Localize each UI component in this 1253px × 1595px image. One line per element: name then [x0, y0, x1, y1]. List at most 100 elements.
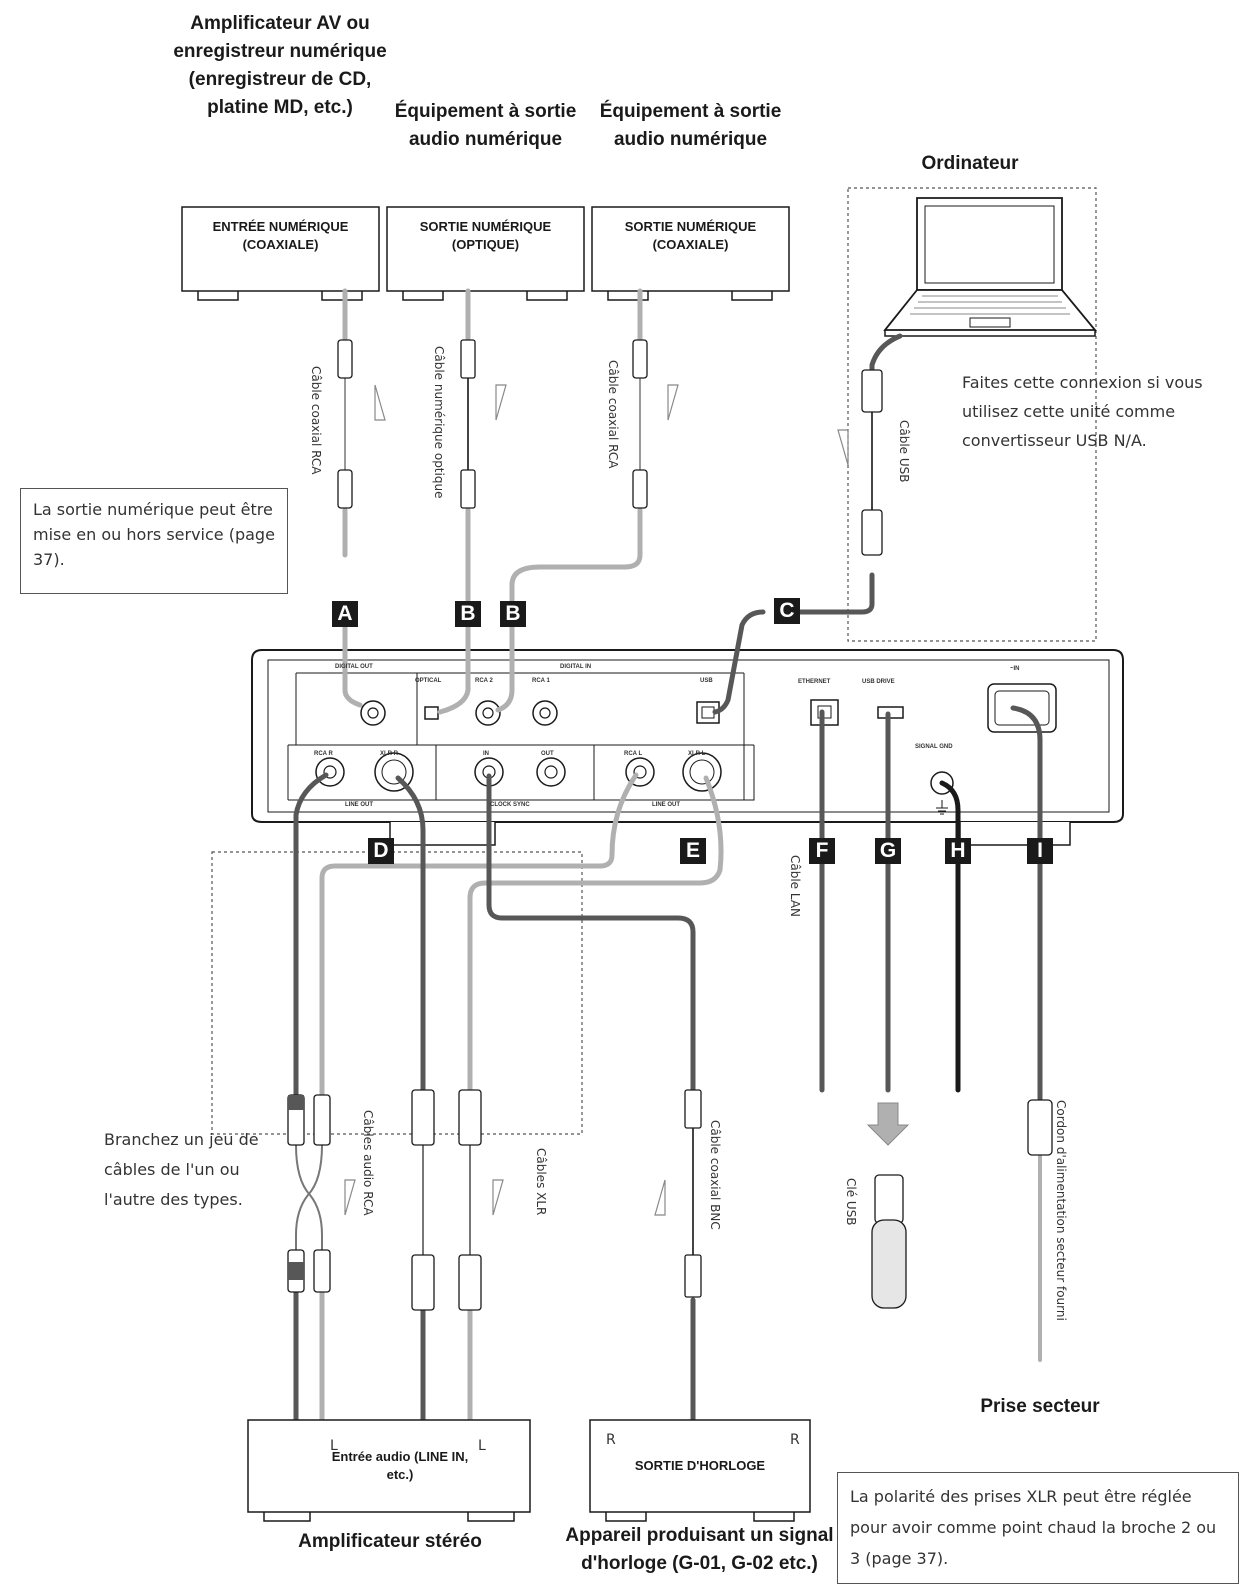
- panel-label-ethernet: ETHERNET: [798, 679, 831, 685]
- panel-label-clock-sync: CLOCK SYNC: [490, 802, 530, 808]
- usb-connection-frame: [847, 187, 1097, 642]
- panel-label-rca-l: RCA L: [624, 751, 643, 757]
- bnc-plug-icon: [684, 1254, 702, 1298]
- usb-key-connector-icon: [874, 1174, 904, 1224]
- cable-c-top: [869, 333, 903, 383]
- panel-label-digital-in: DIGITAL IN: [560, 664, 592, 670]
- cable-label-lan: Câble LAN: [788, 855, 802, 918]
- main-unit-rear-panel: [251, 649, 1124, 846]
- flow-arrow-icon: [654, 1179, 666, 1216]
- badge-b-optical: B: [455, 601, 481, 627]
- cable-plugs: [287, 339, 1053, 1311]
- rca-plug-icon: [632, 469, 648, 509]
- rca-plug-icon: [337, 469, 353, 509]
- cable-label-optical: Câble numérique optique: [432, 346, 446, 499]
- panel-label-optical: OPTICAL: [415, 678, 442, 684]
- badge-h: H: [945, 838, 971, 864]
- flow-arrow-icon: [667, 384, 679, 421]
- usb-key-body-icon: [871, 1219, 907, 1309]
- badge-i: I: [1027, 838, 1053, 864]
- optical-output-label: SORTIE NUMÉRIQUE (OPTIQUE): [419, 219, 552, 252]
- insert-arrow-icon: [866, 1102, 910, 1146]
- panel-label-xlr-l: XLR L: [688, 751, 706, 757]
- cable-label-usb: Câble USB: [897, 420, 911, 483]
- cable-d-xlr-r: [395, 775, 426, 1093]
- rca-plug-icon: [632, 339, 648, 379]
- optical-equipment-heading: Équipement à sortie audio numérique: [394, 101, 577, 150]
- clock-output-label: SORTIE D'HORLOGE: [634, 1458, 766, 1473]
- channel-mark-rca-left: L: [330, 1438, 338, 1454]
- panel-label-usb-drive: USB DRIVE: [862, 679, 895, 685]
- panel-label-clock-in: IN: [483, 751, 489, 757]
- cable-a-lower: [342, 612, 363, 708]
- stereo-amp-device: [247, 1419, 531, 1522]
- laptop-icon: [883, 197, 1097, 337]
- rca-plug-icon: [337, 339, 353, 379]
- panel-label-digital-out: DIGITAL OUT: [335, 664, 373, 670]
- clock-device: [589, 1419, 811, 1522]
- cable-runs: [293, 288, 1043, 1423]
- power-plug-icon: [1027, 1099, 1053, 1156]
- panel-label-ac-in: ~IN: [1010, 666, 1020, 672]
- cable-choice-note: Branchez un jeu de câbles de l'un ou l'a…: [104, 1130, 259, 1209]
- flow-arrow-icon: [492, 1179, 504, 1216]
- channel-mark-clock-left: R: [606, 1432, 616, 1448]
- av-amp-heading: Amplificateur AV ou enregistreur numériq…: [173, 13, 387, 118]
- cable-label-xlr: Câbles XLR: [534, 1148, 548, 1216]
- cable-h: [939, 780, 961, 1093]
- panel-label-line-out-r: LINE OUT: [345, 802, 373, 808]
- cable-label-bnc: Câble coaxial BNC: [708, 1120, 722, 1230]
- coaxial-output-label: SORTIE NUMÉRIQUE (COAXIALE): [624, 219, 757, 252]
- cable-d-rca-r: [293, 772, 329, 1098]
- flow-arrow-icon: [837, 429, 849, 466]
- xlr-polarity-note: La polarité des prises XLR peut être rég…: [837, 1472, 1239, 1584]
- audio-cable-frame: [211, 851, 583, 1135]
- rca-plug-icon: [313, 1094, 331, 1146]
- rca-plug-icon: [313, 1249, 331, 1293]
- bnc-plug-icon: [684, 1089, 702, 1129]
- cable-label-power: Cordon d'alimentation secteur fourni: [1054, 1100, 1068, 1321]
- coaxial-equipment-heading: Équipement à sortie audio numérique: [599, 101, 782, 150]
- panel-label-rca1: RCA 1: [532, 678, 550, 684]
- optical-plug-icon: [460, 469, 476, 509]
- panel-label-signal-gnd: SIGNAL GND: [915, 744, 953, 750]
- rca-plug-r-cap: [288, 1262, 304, 1280]
- cable-d-xlr-body: [422, 1144, 471, 1256]
- badge-a: A: [332, 601, 358, 627]
- panel-label-line-out-l: LINE OUT: [652, 802, 680, 808]
- computer-heading: Ordinateur: [921, 153, 1019, 174]
- coaxial-source-device: [591, 206, 790, 301]
- badge-g: G: [875, 838, 901, 864]
- cable-c-lower: [712, 572, 875, 715]
- mains-heading: Prise secteur: [980, 1396, 1100, 1417]
- panel-label-xlr-r: XLR R: [380, 751, 398, 757]
- xlr-plug-icon: [458, 1254, 482, 1311]
- usb-a-plug-icon: [861, 369, 883, 413]
- cable-b-coax-lower: [495, 622, 515, 713]
- cable-b-coax: [509, 288, 643, 603]
- optical-source-device: [386, 206, 585, 301]
- digital-out-note: La sortie numérique peut être mise en ou…: [20, 488, 288, 594]
- cable-d-rca-body: [295, 1144, 323, 1251]
- usb-dac-note: Faites cette connexion si vous utilisez …: [962, 373, 1203, 450]
- badge-c: C: [774, 598, 800, 624]
- cable-d-rca-l: [319, 772, 639, 1098]
- cable-i: [1010, 705, 1043, 1103]
- stereo-amp-heading: Amplificateur stéréo: [298, 1531, 482, 1552]
- optical-plug-icon: [460, 339, 476, 379]
- cable-b-optical-lower: [437, 622, 471, 715]
- av-amp-device: [181, 206, 380, 301]
- cable-label-coax-rca-a: Câble coaxial RCA: [309, 366, 323, 475]
- badge-f: F: [809, 838, 835, 864]
- cable-label-rca-audio: Câbles audio RCA: [361, 1110, 375, 1216]
- badge-d: D: [368, 838, 394, 864]
- badge-b-coaxial: B: [500, 601, 526, 627]
- flow-arrow-icon: [374, 384, 386, 421]
- channel-mark-clock-right: R: [790, 1432, 800, 1448]
- xlr-plug-icon: [411, 1254, 435, 1311]
- flow-arrow-icon: [495, 384, 507, 421]
- usb-b-plug-icon: [861, 509, 883, 556]
- channel-mark-xlr-left: L: [478, 1438, 486, 1454]
